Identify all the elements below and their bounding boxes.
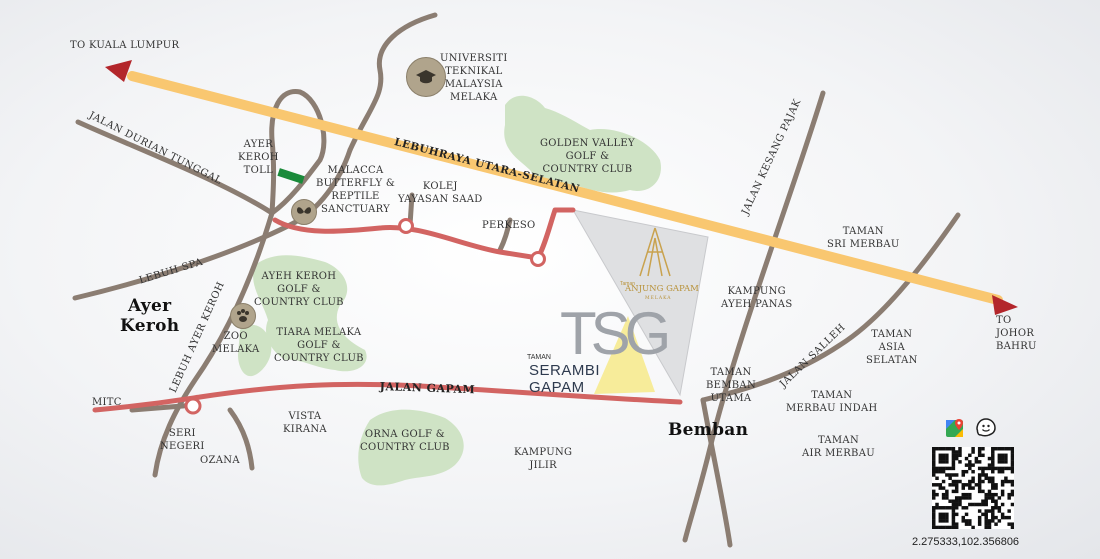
label-to-kuala-lumpur: TO KUALA LUMPUR [70,40,180,51]
google-maps-icon[interactable] [945,418,965,438]
label-taman-merbau-indah: TAMAN MERBAU INDAH [786,390,878,414]
road-nodes [184,218,546,415]
node-seri-negeri [184,397,202,415]
bemban-south-road [700,397,733,548]
label-zoo: ZOO MELAKA [212,331,260,355]
graduation-cap-icon [406,57,446,97]
gapam-roads [92,207,683,413]
green-areas [238,95,661,486]
jalan-durian-tunggal-road [75,119,275,216]
serambi-gapam-logo: TAMAN SERAMBI GAPAM [527,298,647,396]
coordinates-label: 2.275333,102.356806 [912,536,1020,548]
serambi-gapam-label: SERAMBI GAPAM [529,362,601,396]
label-taman-asia-selatan: TAMAN ASIA SELATAN [866,329,918,366]
label-ozana: OZANA [200,455,240,466]
label-vista-kirana: VISTA KIRANA [283,411,327,435]
label-ayeh-keroh-golf: AYEH KEROH GOLF & COUNTRY CLUB [254,271,344,308]
tsg-logo-text: TSG [560,300,668,367]
label-taman-air-merbau: TAMAN AIR MERBAU [802,435,875,459]
ayer-keroh-toll-road [269,89,327,216]
lebuh-spa-road [72,147,353,301]
highway-road [127,71,1003,305]
jalan-gapam-road [92,381,683,413]
paw-icon [230,303,256,329]
serambi-taman-label: TAMAN [527,354,551,361]
arrow-to-kuala-lumpur [105,60,132,82]
anjung-melaka-label: MELAKA [645,296,672,301]
anjung-gapam-zone [572,209,709,397]
node-perkeso [530,251,546,267]
label-taman-sri-merbau: TAMAN SRI MERBAU [827,226,900,250]
label-kolej: KOLEJ YAYASAN SAAD [398,181,483,205]
local-roads [72,12,961,548]
label-ayer-keroh-toll: AYER KEROH TOLL [238,139,279,176]
qr-code [932,447,1015,530]
mitc-road [129,402,198,413]
label-kampung-ayeh-panas: KAMPUNG AYEH PANAS [721,286,793,310]
label-orna-golf: ORNA GOLF & COUNTRY CLUB [360,429,450,453]
ozana-road [227,407,255,471]
label-seri-negeri: SERI NEGERI [160,428,205,452]
label-taman-bemban-utama: TAMAN BEMBAN UTAMA [706,367,757,404]
ayeh-keroh-golf-area [253,255,367,372]
serambi-gapam-zone [594,316,655,394]
lebuh-ayer-keroh-road [152,210,275,478]
orna-golf-area [358,409,464,486]
label-mitc: MITC [92,397,122,408]
label-to-johor-bahru: TO JOHOR BAHRU [996,315,1037,352]
label-perkeso: PERKESO [482,220,536,231]
anjung-taman-label: Taman [620,281,636,287]
anjung-gapam-logo-mark [639,227,671,277]
ayer-keroh-toll-marker [277,168,305,184]
butterfly-icon [291,199,317,225]
golden-valley-area [504,95,661,193]
perkeso-road [497,217,513,253]
butterfly-link-road [272,207,576,261]
anjung-gapam-label: ANJUNG GAPAM [625,284,699,294]
university-road [347,12,438,153]
jalan-kesang-pajak-road [682,90,826,543]
label-ayer-keroh: Ayer Keroh [120,296,180,336]
label-butterfly: MALACCA BUTTERFLY & REPTILE SANCTUARY [316,165,396,215]
arrow-to-johor-bahru [992,295,1018,315]
node-kolej [398,218,414,234]
label-kampung-jilir: KAMPUNG JILIR [514,447,573,471]
anjung-gapam-logo: Taman ANJUNG GAPAM MELAKA [608,228,708,308]
tsg-logo: TSG [560,300,674,367]
waze-icon[interactable] [975,417,996,437]
jalan-salleh-road [700,212,961,403]
label-golden-valley: GOLDEN VALLEY GOLF & COUNTRY CLUB [540,138,635,175]
label-tiara-melaka: TIARA MELAKA GOLF & COUNTRY CLUB [274,327,364,364]
label-universiti: UNIVERSITI TEKNIKAL MALAYSIA MELAKA [440,53,508,103]
zoo-area [238,324,272,377]
label-bemban: Bemban [668,420,749,440]
